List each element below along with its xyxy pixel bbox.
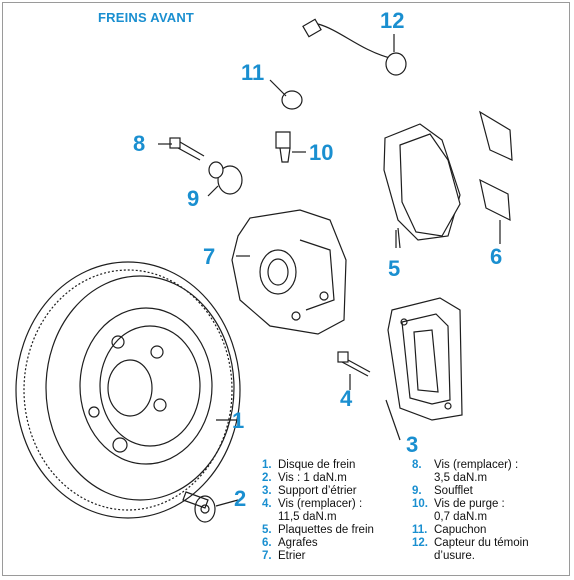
legend-item: 3,5 daN.m bbox=[434, 472, 488, 484]
callout-2: 2 bbox=[234, 486, 247, 511]
boot-part bbox=[208, 161, 243, 195]
diagram-title: FREINS AVANT bbox=[98, 10, 195, 25]
legend-item: 8.Vis (remplacer) : bbox=[412, 459, 519, 471]
legend-item: 2.Vis : 1 daN.m bbox=[262, 472, 347, 484]
legend-left: 1.Disque de frein 2.Vis : 1 daN.m 3.Supp… bbox=[262, 459, 374, 563]
legend-item: 9.Soufflet bbox=[412, 485, 473, 497]
callout-9: 9 bbox=[187, 186, 200, 211]
callout-5: 5 bbox=[388, 256, 401, 281]
disc-screw-part bbox=[182, 491, 216, 523]
legend-item: 0,7 daN.m bbox=[434, 511, 488, 523]
brake-pads-part bbox=[383, 123, 461, 249]
legend-item: 1.Disque de frein bbox=[262, 459, 356, 471]
legend-item: 12.Capteur du témoin bbox=[412, 537, 529, 549]
brake-disc-part bbox=[15, 261, 241, 519]
bleed-screw-part bbox=[275, 131, 291, 163]
callout-6: 6 bbox=[490, 244, 503, 269]
wear-sensor-part bbox=[302, 18, 407, 76]
legend-item: 7.Etrier bbox=[262, 550, 306, 562]
legend-item: 3.Support d’étrier bbox=[262, 485, 357, 497]
caliper-bolt-part bbox=[337, 351, 371, 377]
cap-part bbox=[269, 79, 303, 110]
guide-screw-part bbox=[169, 137, 205, 161]
legend-item: 11.Capuchon bbox=[412, 524, 487, 536]
legend-item: 10.Vis de purge : bbox=[412, 498, 505, 510]
caliper-support-part bbox=[387, 297, 463, 421]
callout-10: 10 bbox=[309, 140, 334, 165]
pad-clips-part bbox=[479, 110, 513, 244]
legend-item: 4.Vis (remplacer) : bbox=[262, 498, 363, 510]
callout-4: 4 bbox=[340, 386, 353, 411]
callout-12: 12 bbox=[380, 8, 405, 33]
caliper-part bbox=[231, 209, 347, 335]
legend-right: 8.Vis (remplacer) : 3,5 daN.m 9.Soufflet… bbox=[412, 459, 529, 563]
callout-11: 11 bbox=[241, 60, 265, 85]
legend-item: 5.Plaquettes de frein bbox=[262, 524, 374, 536]
callout-7: 7 bbox=[203, 244, 216, 269]
legend-item: 11,5 daN.m bbox=[278, 511, 337, 523]
callout-1: 1 bbox=[232, 408, 245, 433]
callout-3: 3 bbox=[406, 432, 419, 457]
callout-8: 8 bbox=[133, 131, 146, 156]
legend-item: 6.Agrafes bbox=[262, 537, 318, 549]
legend-item: d’usure. bbox=[434, 550, 475, 562]
